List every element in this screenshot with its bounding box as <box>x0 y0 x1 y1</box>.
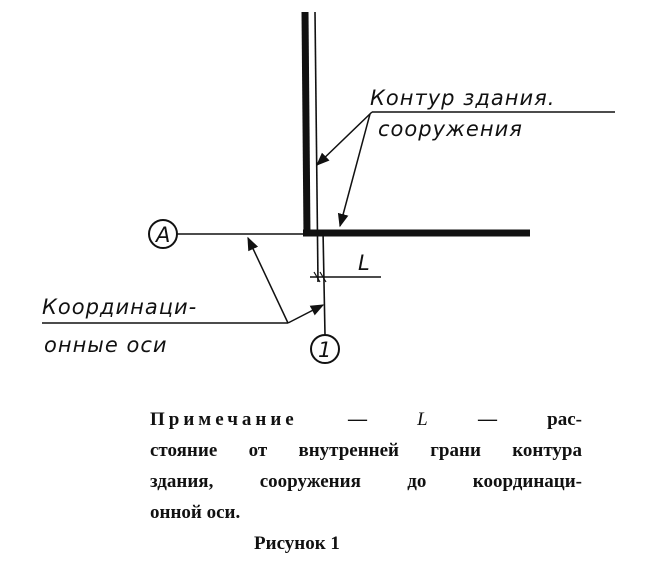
figure-caption: Рисунок 1 <box>254 533 340 554</box>
axis-a-label: A <box>154 223 171 247</box>
note: Примечание — L — рас- стояние от внутрен… <box>150 404 582 528</box>
axis-1-line <box>322 229 326 336</box>
dimension-label: L <box>358 251 371 275</box>
axes-label-line2: онные оси <box>44 333 168 357</box>
axis-a-marker <box>148 219 178 249</box>
note-heading: Примечание <box>150 409 298 430</box>
note-dash: — <box>297 409 418 430</box>
building-contour-vertical <box>301 11 311 237</box>
contour-label-line1: Контур здания. <box>370 86 555 110</box>
axis-1-label: 1 <box>318 338 332 362</box>
note-symbol: L <box>417 409 428 430</box>
contour-label-line2: сооружения <box>378 117 523 141</box>
dimension-tick <box>319 271 327 283</box>
axes-leader-arrow <box>247 236 289 324</box>
contour-leader-arrow <box>337 113 371 228</box>
axes-label-line1: Координаци- <box>42 295 197 319</box>
note-line-1: Примечание — L — рас- <box>150 404 582 435</box>
note-line-4: онной оси. <box>150 502 241 523</box>
dimension-tick <box>313 271 321 283</box>
note-dash: — рас- <box>427 409 582 430</box>
inner-face-line <box>314 11 319 283</box>
note-line-2: стояние от внутренней грани контура <box>150 440 582 461</box>
axes-leader-arrow <box>287 304 325 324</box>
axis-1-marker <box>310 334 340 364</box>
note-line-3: здания, сооружения до координаци- <box>150 471 582 492</box>
contour-leader-arrow <box>316 111 373 166</box>
